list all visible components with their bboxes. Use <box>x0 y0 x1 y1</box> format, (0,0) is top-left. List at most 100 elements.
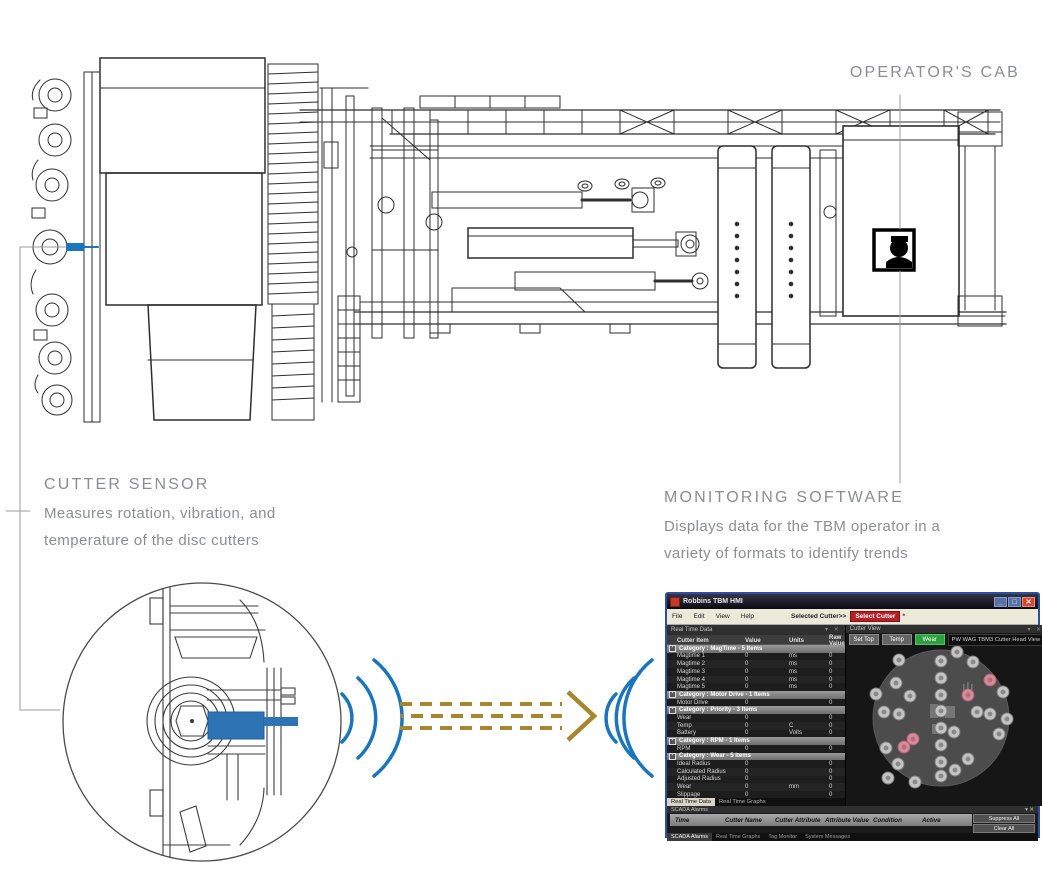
realtime-panel-title: Real Time Data <box>671 626 713 633</box>
cell-raw: 0 <box>829 661 833 668</box>
cutter-disc[interactable] <box>948 763 962 777</box>
panel-controls-icon[interactable]: ▾ ✕ <box>824 627 841 634</box>
cutter-disc[interactable] <box>934 721 948 735</box>
cutter-disc[interactable] <box>892 653 906 667</box>
cutter-disc[interactable] <box>970 705 984 719</box>
category-row[interactable]: -Category : Priority - 3 Items <box>667 706 845 715</box>
cutter-disc[interactable] <box>1000 712 1014 726</box>
collapse-icon[interactable]: - <box>669 737 676 745</box>
cutter-disc[interactable] <box>992 727 1006 741</box>
wear-button[interactable]: Wear <box>914 634 945 646</box>
category-row[interactable]: -Category : Wear - 5 Items <box>667 752 845 761</box>
collapse-icon[interactable]: - <box>669 706 676 714</box>
collapse-icon[interactable]: - <box>669 645 676 653</box>
cutter-disc[interactable] <box>961 752 975 766</box>
cutter-sensor-desc-line2: temperature of the disc cutters <box>44 532 259 549</box>
cutter-disc[interactable] <box>903 689 917 703</box>
col-attribute-value: Attribute Value <box>825 816 869 824</box>
maximize-button-icon[interactable]: □ <box>1008 596 1021 607</box>
cutter-disc[interactable] <box>966 655 980 669</box>
cutter-disc-alert[interactable] <box>961 688 975 702</box>
col-raw-value: Raw Value <box>829 634 845 647</box>
cell-item: Wear <box>677 714 692 721</box>
cell-value: 0 <box>745 684 749 691</box>
cell-units: ms <box>789 684 797 691</box>
cutter-disc[interactable] <box>934 671 948 685</box>
collapse-icon[interactable]: - <box>669 691 676 699</box>
menu-file[interactable]: File <box>672 613 683 620</box>
status-tab-tag-monitor[interactable]: Tag Monitor <box>768 834 798 840</box>
cutter-disc[interactable] <box>996 685 1010 699</box>
tbm-line-drawing <box>30 57 1007 423</box>
panel-controls-icon[interactable]: ▾ ✕ <box>1025 806 1034 813</box>
select-cutter-button[interactable]: Select Cutter <box>850 611 901 622</box>
temp-button[interactable]: Temp <box>881 634 912 646</box>
status-tab-system-messages[interactable]: System Messages <box>805 834 850 840</box>
category-row[interactable]: -Category : RPM - 1 Items <box>667 737 845 745</box>
cutter-disc[interactable] <box>934 654 948 668</box>
set-top-button[interactable]: Set Top <box>848 634 879 646</box>
status-tab-real-time-graphs[interactable]: Real Time Graphs <box>715 834 761 840</box>
cell-raw: 0 <box>829 784 833 791</box>
cutter-disc[interactable] <box>908 775 922 789</box>
cutter-disc[interactable] <box>892 707 906 721</box>
cutter-disc[interactable] <box>891 757 905 771</box>
cell-raw: 0 <box>829 722 833 729</box>
cell-item: Magtime 3 <box>677 668 706 675</box>
suppress-all-button[interactable]: Suppress All <box>973 814 1035 823</box>
minimize-button-icon[interactable]: _ <box>994 596 1007 607</box>
close-button-icon[interactable]: ✕ <box>1022 596 1035 607</box>
menu-help[interactable]: Help <box>740 613 755 620</box>
cutter-disc-alert[interactable] <box>906 732 920 746</box>
cutter-disc-alert[interactable] <box>983 673 997 687</box>
cutter-disc[interactable] <box>947 725 961 739</box>
cutter-disc[interactable] <box>934 688 948 702</box>
cutter-disc[interactable] <box>879 741 893 755</box>
cutter-disc-alert[interactable] <box>897 740 911 754</box>
cutter-disc[interactable] <box>934 738 948 752</box>
category-row[interactable]: -Category : Motor Drive - 1 Items <box>667 691 845 699</box>
tab-real-time-graphs[interactable]: Real Time Graphs <box>718 799 766 806</box>
cell-value: 0 <box>745 714 749 721</box>
cell-raw: 0 <box>829 684 833 691</box>
category-row[interactable]: -Category : MagTime - 5 Items <box>667 644 845 653</box>
cutter-view-toolbar: Set Top Temp Wear PW WAG TBM3 Cutter Hea… <box>845 633 1042 646</box>
status-tab-scada-alarms[interactable]: SCADA Alarms <box>667 833 712 841</box>
collapse-icon[interactable]: - <box>669 752 676 760</box>
hmi-window: Robbins TBM HMI _ □ ✕ File Edit View Hel… <box>665 592 1042 841</box>
tab-real-time-data[interactable]: Real Time Data <box>667 798 715 806</box>
cell-raw: 0 <box>829 714 833 721</box>
panel-controls-icon[interactable]: ▾ ✕ <box>1027 626 1042 633</box>
category-label: Category : RPM - 1 Items <box>679 738 750 745</box>
clear-all-button[interactable]: Clear All <box>973 824 1035 833</box>
cutter-disc[interactable] <box>934 769 948 783</box>
window-titlebar[interactable]: Robbins TBM HMI _ □ ✕ <box>667 594 1038 609</box>
cutter-disc[interactable] <box>877 705 891 719</box>
cutter-head-view[interactable] <box>845 645 1042 806</box>
cell-value: 0 <box>745 768 749 775</box>
cutter-disc[interactable] <box>881 771 895 785</box>
cutter-disc[interactable] <box>889 676 903 690</box>
cutter-disc[interactable] <box>950 645 964 659</box>
cutter-disc[interactable] <box>934 704 948 718</box>
menu-edit[interactable]: Edit <box>693 613 705 620</box>
cutter-disc[interactable] <box>983 707 997 721</box>
menu-view[interactable]: View <box>715 613 730 620</box>
cutter-disc[interactable] <box>934 755 948 769</box>
cutter-disc[interactable] <box>869 687 883 701</box>
table-row[interactable]: Wear 0 0 <box>667 714 845 722</box>
